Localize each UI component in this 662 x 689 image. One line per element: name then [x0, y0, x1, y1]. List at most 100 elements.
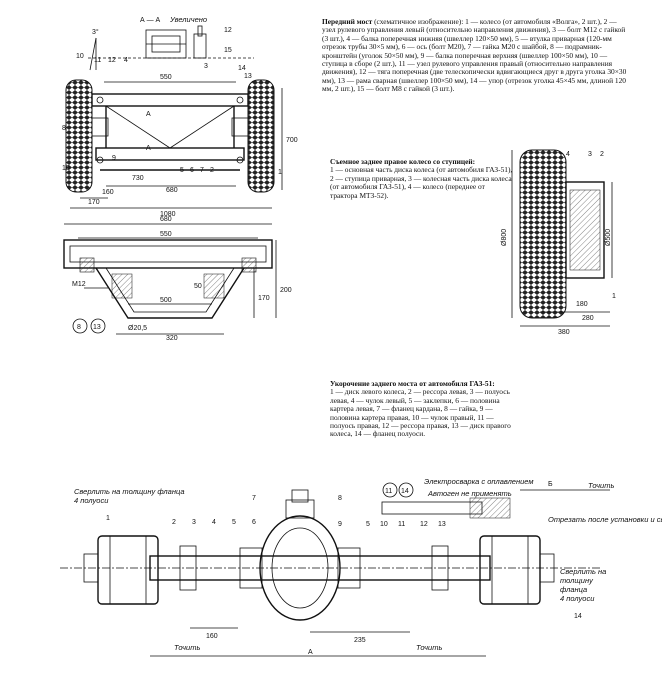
part-num-12b: 12: [224, 27, 232, 34]
front-axle-caption: Передний мост (схематичное изображение):…: [322, 17, 632, 94]
part-num-5: 5: [180, 167, 184, 174]
angle-label: 3°: [92, 28, 99, 36]
dim-50: 50: [194, 283, 202, 290]
left-front-wheel: [65, 79, 93, 193]
dim-550-b: 550: [160, 231, 172, 238]
grind-top: Точить: [588, 481, 614, 490]
left-wheel-disc: [97, 535, 159, 605]
part-num-9: 9: [112, 155, 116, 162]
part-num-15: 15: [224, 47, 232, 54]
note-cut: Отрезать после установки и сварки: [548, 515, 662, 524]
marker-a: А: [146, 111, 151, 118]
rear-axle-body: 1 — диск левого колеса, 2 — рессора лева…: [330, 387, 511, 439]
part-num-13: 13: [244, 73, 252, 80]
note-not-used: Автоген не применять: [427, 489, 512, 498]
part-num-7: 7: [200, 167, 204, 174]
ra-part-6: 6: [252, 519, 256, 526]
front-axle-view: А — А Увеличено 3° 550: [62, 15, 298, 218]
callout-11: 11: [385, 488, 392, 495]
dim-160: 160: [102, 189, 114, 196]
part-num-12: 12: [108, 57, 116, 64]
section-inset: А — А Увеличено: [140, 15, 207, 59]
dim-d800: Ø800: [501, 229, 508, 246]
dim-680: 680: [166, 187, 178, 194]
ra-part-5: 5: [232, 519, 236, 526]
ra-part-11: 11: [398, 521, 405, 528]
dim-235: 235: [354, 637, 366, 644]
rw-part-1: 1: [612, 293, 616, 300]
right-front-wheel: [247, 79, 275, 193]
front-axle-title: Передний мост (схематичное изображение):: [322, 17, 464, 26]
ra-part-9: 9: [338, 521, 342, 528]
section-label: А — А: [140, 17, 161, 24]
ra-part-7: 7: [252, 495, 256, 502]
rear-wheel-view: Ø800 Ø500 4 3 2 1 180 280 380: [501, 149, 616, 336]
dim-200: 200: [280, 287, 292, 294]
section-scale: Увеличено: [169, 15, 207, 24]
dim-170: 170: [88, 199, 100, 206]
note-right-line2: толщину: [560, 576, 594, 585]
dim-180: 180: [576, 301, 588, 308]
callout-13: 13: [93, 324, 101, 331]
marker-a2: А: [146, 145, 151, 152]
part-num-10-top: 10: [76, 53, 84, 60]
rear-axle-view: 160 235 А Точить Точить Точить Б Электро…: [60, 477, 662, 657]
dim-500: 500: [160, 297, 172, 304]
part-num-3: 3: [204, 63, 208, 70]
rw-part-4: 4: [566, 151, 570, 158]
front-axle-body: 1 — колесо (от автомобиля «Волга», 2 шт.…: [322, 17, 627, 94]
part-num-4: 4: [124, 57, 128, 64]
part-num-6: 6: [190, 167, 194, 174]
part-num-10: 10: [62, 165, 70, 172]
ra-part-13: 13: [438, 521, 446, 528]
front-axle-section: 680 550 М12 50 500 170 200 Ø20,5 320 8 1…: [63, 216, 292, 342]
dim-d500: Ø500: [605, 229, 612, 246]
ra-part-2: 2: [172, 519, 176, 526]
dim-170-b: 170: [258, 295, 270, 302]
ra-part-10: 10: [380, 521, 388, 528]
grind-left: Точить: [174, 643, 200, 652]
part-num-2: 2: [210, 167, 214, 174]
rear-wheel-body: 1 — основная часть диска колеса (от авто…: [330, 165, 513, 200]
part-num-14: 14: [238, 65, 246, 72]
dim-730: 730: [132, 175, 144, 182]
part-num-11: 11: [94, 57, 101, 64]
dim-700: 700: [286, 137, 298, 144]
note-weld: Электросварка с оплавлением: [424, 477, 534, 486]
rear-axle-title: Укорочение заднего моста от автомобиля Г…: [330, 379, 495, 388]
rear-wheel-title: Съемное заднее правое колесо со ступицей…: [330, 157, 476, 166]
ra-part-12: 12: [420, 521, 428, 528]
label-a-rear: А: [308, 649, 313, 656]
bore-label: Ø20,5: [128, 325, 147, 332]
note-right-line4: 4 полуоси: [560, 594, 595, 603]
dim-1080: 1080: [160, 211, 176, 218]
part-num-8: 8: [62, 125, 66, 132]
ra-part-4: 4: [212, 519, 216, 526]
dim-320: 320: [166, 335, 178, 342]
note-left-line1: Сверлить на толщину фланца: [74, 487, 185, 496]
dim-160-rear: 160: [206, 633, 218, 640]
callout-8: 8: [77, 324, 81, 331]
ra-part-5b: 5: [366, 521, 370, 528]
label-b: Б: [548, 481, 553, 488]
dim-280: 280: [582, 315, 594, 322]
dim-550-top: 550: [160, 74, 172, 81]
part-num-1: 1: [278, 169, 282, 176]
note-right-line3: фланца: [560, 585, 587, 594]
dim-380: 380: [558, 329, 570, 336]
rear-wheel-caption: Съемное заднее правое колесо со ступицей…: [330, 157, 514, 200]
differential-housing: [259, 515, 341, 621]
ra-part-8: 8: [338, 495, 342, 502]
grind-right: Точить: [416, 643, 442, 652]
note-left-line2: 4 полуоси: [74, 496, 109, 505]
rw-part-2: 2: [600, 151, 604, 158]
m12-label: М12: [72, 281, 86, 288]
callout-14: 14: [401, 488, 409, 495]
dim-680-b: 680: [160, 216, 172, 223]
right-wheel-disc: [479, 535, 541, 605]
rear-axle-caption: Укорочение заднего моста от автомобиля Г…: [330, 379, 512, 439]
ra-part-14: 14: [574, 613, 582, 620]
rw-part-3: 3: [588, 151, 592, 158]
